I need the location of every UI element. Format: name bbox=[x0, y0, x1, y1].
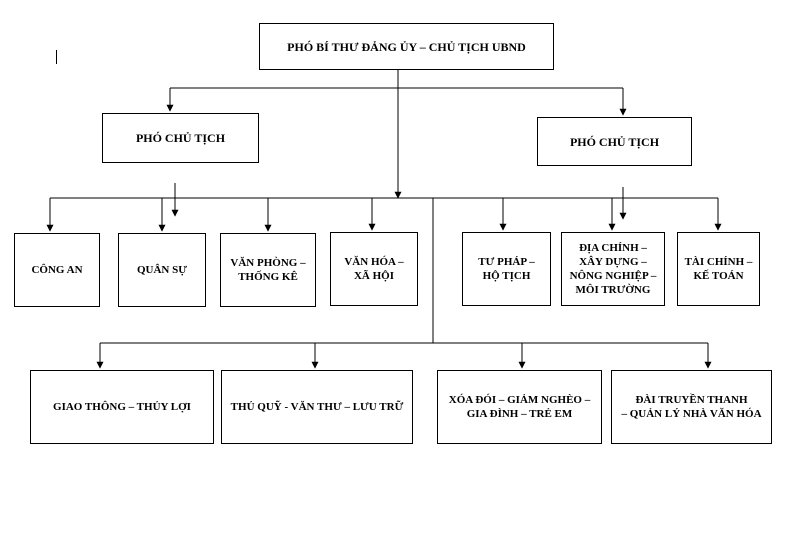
box-poverty-reduction-family-children: XÓA ĐÓI – GIẢM NGHÈO – GIA ĐÌNH – TRẺ EM bbox=[437, 370, 602, 444]
box-office-statistics: VĂN PHÒNG – THỐNG KÊ bbox=[220, 233, 316, 307]
box-culture-society: VĂN HÓA – XÃ HỘI bbox=[330, 232, 418, 306]
box-military: QUÂN SỰ bbox=[118, 233, 206, 307]
box-vice-chairman-right: PHÓ CHỦ TỊCH bbox=[537, 117, 692, 166]
box-treasurer-clerk-archive: THỦ QUỸ - VĂN THƯ – LƯU TRỮ bbox=[221, 370, 413, 444]
text-cursor bbox=[56, 50, 57, 64]
box-transport-irrigation: GIAO THÔNG – THỦY LỢI bbox=[30, 370, 214, 444]
box-radio-station-cultural-house: ĐÀI TRUYỀN THANH – QUẢN LÝ NHÀ VĂN HÓA bbox=[611, 370, 772, 444]
box-justice-civil-status: TƯ PHÁP – HỘ TỊCH bbox=[462, 232, 551, 306]
box-finance-accounting: TÀI CHÍNH – KẾ TOÁN bbox=[677, 232, 760, 306]
box-land-construction-agriculture-environment: ĐỊA CHÍNH – XÂY DỰNG – NÔNG NGHIỆP – MÔI… bbox=[561, 232, 665, 306]
box-public-security: CÔNG AN bbox=[14, 233, 100, 307]
box-chairman: PHÓ BÍ THƯ ĐẢNG ỦY – CHỦ TỊCH UBND bbox=[259, 23, 554, 70]
box-vice-chairman-left: PHÓ CHỦ TỊCH bbox=[102, 113, 259, 163]
